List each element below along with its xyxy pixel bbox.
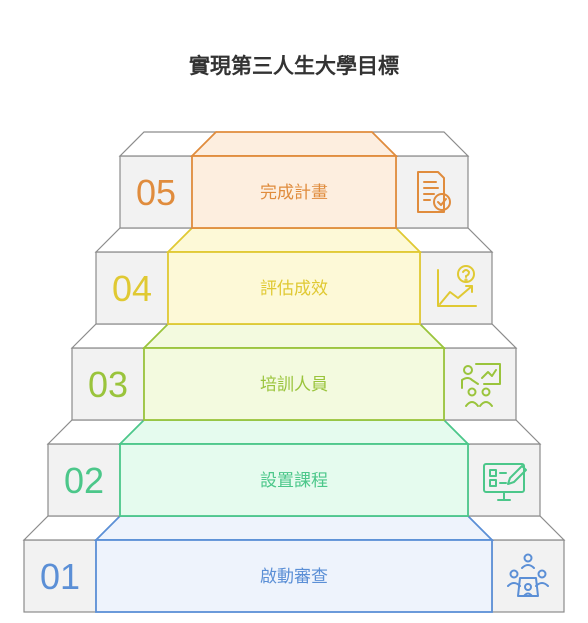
step-center-top <box>141 323 447 349</box>
step-number: 03 <box>88 364 128 405</box>
step-label: 設置課程 <box>260 471 328 491</box>
step-center-front <box>191 155 397 229</box>
step-label: 評估成效 <box>260 279 328 299</box>
diagram-title: 實現第三人生大學目標 <box>189 54 399 78</box>
step-side-left <box>47 443 121 517</box>
step-side-right <box>395 155 469 229</box>
step-label: 培訓人員 <box>260 375 328 395</box>
step-side-left <box>71 347 145 421</box>
step-center-top <box>93 515 495 541</box>
step-label: 啟動審查 <box>260 567 328 587</box>
step-label: 完成計畫 <box>260 183 328 203</box>
step-05: 05 完成計畫 <box>118 131 470 229</box>
step-center-front <box>95 539 493 613</box>
step-number: 01 <box>40 556 80 597</box>
step-number: 02 <box>64 460 104 501</box>
step-side-right <box>467 443 541 517</box>
step-center-front <box>143 347 445 421</box>
step-center-front <box>167 251 421 325</box>
step-01: 01 啟動審查 <box>22 515 566 613</box>
step-side-right <box>443 347 517 421</box>
step-number: 04 <box>112 268 152 309</box>
meeting-group-icon <box>507 553 549 597</box>
step-center-top <box>117 419 471 445</box>
step-02: 02 設置課程 <box>46 419 542 517</box>
teacher-students-icon <box>461 363 501 407</box>
step-side-left <box>23 539 97 613</box>
step-03: 03 培訓人員 <box>70 323 518 421</box>
step-number: 05 <box>136 172 176 213</box>
step-side-left <box>119 155 193 229</box>
step-side-right <box>491 539 565 613</box>
step-side-right <box>419 251 493 325</box>
computer-edit-icon <box>483 463 527 501</box>
step-center-top <box>189 131 399 157</box>
step-center-front <box>119 443 469 517</box>
growth-question-chart-icon <box>437 265 477 307</box>
step-04: 04 評估成效 <box>94 227 494 325</box>
step-center-top <box>165 227 423 253</box>
document-check-icon <box>417 171 451 213</box>
